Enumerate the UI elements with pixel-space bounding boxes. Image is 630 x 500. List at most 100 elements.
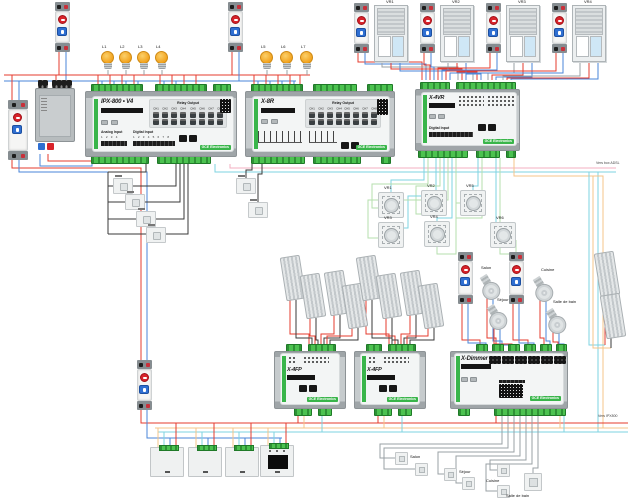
connector-chip xyxy=(488,124,496,131)
wall-switch-icon xyxy=(497,464,510,477)
circuit-breaker xyxy=(137,360,152,410)
shutter-label: VR4 xyxy=(584,0,592,4)
screw-icon xyxy=(554,5,559,10)
breaker-lever-icon xyxy=(553,28,564,37)
channel-label: CH3 xyxy=(171,106,178,111)
circuit-breaker xyxy=(8,100,28,160)
knob-frame xyxy=(382,226,400,244)
wire xyxy=(486,298,497,347)
screw-icon xyxy=(11,153,16,158)
bulb-base xyxy=(140,63,148,69)
brand-label: GCE Electronics xyxy=(306,396,338,402)
lamp-label: L3 xyxy=(138,44,143,49)
room-label: Cuisine xyxy=(486,478,500,483)
module-title: X-8R xyxy=(261,99,274,105)
green-accent-bar xyxy=(282,356,286,402)
channel-label: CH2 xyxy=(318,106,324,111)
screw-icon xyxy=(57,45,62,50)
relay-icon xyxy=(317,112,324,118)
wire xyxy=(495,62,533,80)
radiator-icon xyxy=(299,272,327,320)
breaker-badge-icon xyxy=(511,265,521,274)
module-xdimmer: X-Dimmer GCE Electronics xyxy=(450,344,568,416)
wire xyxy=(502,62,581,80)
window-pane xyxy=(576,36,589,57)
psu-input-terminals xyxy=(38,80,48,88)
button-cap xyxy=(132,199,140,207)
wire xyxy=(140,410,628,424)
wall-switch-icon xyxy=(415,463,428,476)
lamp-label: L6 xyxy=(281,44,286,49)
spotlight-icon xyxy=(481,300,513,334)
knob-dial xyxy=(427,196,442,211)
wire xyxy=(399,62,467,80)
lamp-label: L2 xyxy=(120,44,125,49)
knob-dial xyxy=(466,196,481,211)
brand-label: GCE Electronics xyxy=(482,138,514,144)
connector-chip xyxy=(189,135,197,142)
module-x4fp-left: X-4FP GCE Electronics xyxy=(274,344,346,416)
breaker-terminal xyxy=(552,44,567,53)
dimmer-channel-terminal xyxy=(489,356,501,364)
connector-chip xyxy=(379,385,387,392)
shutter-switch-icon xyxy=(424,221,450,247)
wire xyxy=(415,158,441,215)
shutter-slats xyxy=(575,8,603,35)
wall-thermostat-icon xyxy=(150,445,184,477)
switch-rocker xyxy=(419,467,425,473)
module-button xyxy=(438,114,445,119)
shutter-switch-label: VR3 xyxy=(384,215,392,220)
circuit-breaker xyxy=(458,252,473,304)
spot-label: Séjour xyxy=(497,297,509,302)
relay-output-label: Relay Output xyxy=(332,101,354,105)
screw-icon xyxy=(488,5,493,10)
push-button-icon xyxy=(248,199,268,218)
lamp-icon xyxy=(101,51,115,71)
green-accent-bar xyxy=(362,356,366,402)
digital-pin-numbers: 1 2 3 4 5 6 7 8 xyxy=(133,135,171,139)
breaker-terminal xyxy=(8,151,28,160)
wire xyxy=(491,62,524,80)
window-pane xyxy=(378,36,391,57)
connector-chip xyxy=(389,385,397,392)
bulb-base xyxy=(283,63,291,69)
breaker-body xyxy=(420,12,435,44)
connector-chip xyxy=(478,124,486,131)
ethernet-port xyxy=(220,99,231,113)
window-pane xyxy=(523,36,536,57)
bulb-base xyxy=(303,63,311,69)
window-panes xyxy=(378,36,404,57)
breaker-terminal xyxy=(486,3,501,12)
wire xyxy=(588,172,605,346)
pin-strip xyxy=(499,380,525,383)
button-cap xyxy=(143,216,151,224)
breaker-body xyxy=(509,261,524,295)
room-label: Salon xyxy=(410,454,421,459)
wire xyxy=(166,164,189,235)
shutter-slats xyxy=(443,8,471,35)
breaker-lever-icon xyxy=(355,28,366,37)
module-title: X-4VR xyxy=(429,95,445,101)
extension-bus-ports xyxy=(499,384,523,398)
screw-icon xyxy=(362,5,367,10)
screw-icon xyxy=(230,4,235,9)
relay-icon xyxy=(153,119,159,125)
radiator-icon xyxy=(375,272,403,320)
lamp-label: L1 xyxy=(102,44,107,49)
shutter-slats xyxy=(377,8,405,35)
relay-icon xyxy=(326,119,333,125)
breaker-badge-icon xyxy=(422,16,432,25)
display-dots xyxy=(269,450,287,452)
shutter-switch-label: VR6 xyxy=(496,215,504,220)
knob-frame xyxy=(494,226,512,244)
channel-label: CH4 xyxy=(335,106,342,111)
module-title: X-4FP xyxy=(367,367,382,373)
display-screen xyxy=(268,455,288,469)
breaker-badge-icon xyxy=(554,16,564,25)
breaker-lever-icon xyxy=(229,27,240,36)
breaker-terminal xyxy=(354,3,369,12)
relay-icon xyxy=(162,112,169,118)
wire xyxy=(18,160,148,360)
